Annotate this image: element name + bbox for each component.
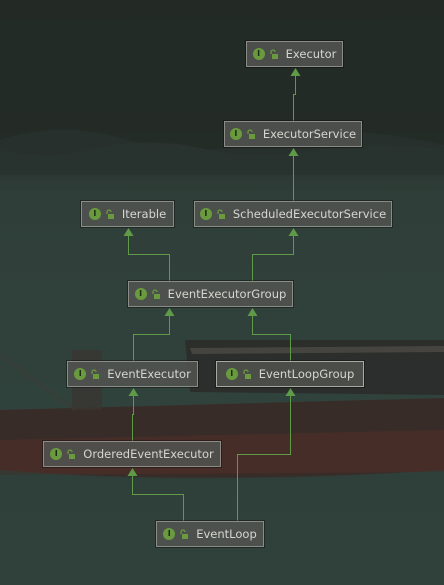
public-lock-icon <box>247 129 255 139</box>
node-label: EventLoopGroup <box>258 367 355 381</box>
public-lock-icon <box>67 449 76 459</box>
node-executor[interactable]: I Executor <box>246 41 343 67</box>
public-lock-icon <box>106 209 114 219</box>
public-lock-icon <box>152 289 160 299</box>
public-lock-icon <box>243 369 251 379</box>
node-executor-service[interactable]: I ExecutorService <box>224 121 362 147</box>
node-ordered-event-executor[interactable]: I OrderedEventExecutor <box>43 441 221 467</box>
node-label: EventLoop <box>196 527 257 541</box>
node-iterable[interactable]: I Iterable <box>81 201 174 227</box>
interface-icon: I <box>88 208 101 220</box>
node-event-loop-group[interactable]: I EventLoopGroup <box>216 361 364 387</box>
node-label: Executor <box>285 47 337 61</box>
interface-icon: I <box>252 48 265 60</box>
node-scheduled-executor-service[interactable]: I ScheduledExecutorService <box>194 201 392 227</box>
interface-icon: I <box>134 288 147 300</box>
node-label: ScheduledExecutorService <box>232 207 387 221</box>
public-lock-icon <box>180 529 189 539</box>
public-lock-icon <box>91 369 100 379</box>
public-lock-icon <box>217 209 225 219</box>
interface-icon: I <box>74 368 87 380</box>
interface-icon: I <box>225 368 238 380</box>
node-event-executor-group[interactable]: I EventExecutorGroup <box>128 281 293 307</box>
node-label: Iterable <box>121 207 167 221</box>
public-lock-icon <box>270 49 278 59</box>
interface-icon: I <box>163 528 176 540</box>
node-label: EventExecutor <box>107 367 191 381</box>
node-label: OrderedEventExecutor <box>83 447 214 461</box>
node-event-executor[interactable]: I EventExecutor <box>67 361 198 387</box>
node-event-loop[interactable]: I EventLoop <box>156 521 264 547</box>
node-label: ExecutorService <box>262 127 357 141</box>
interface-icon: I <box>50 448 63 460</box>
node-label: EventExecutorGroup <box>167 287 287 301</box>
interface-icon: I <box>199 208 212 220</box>
interface-icon: I <box>229 128 242 140</box>
